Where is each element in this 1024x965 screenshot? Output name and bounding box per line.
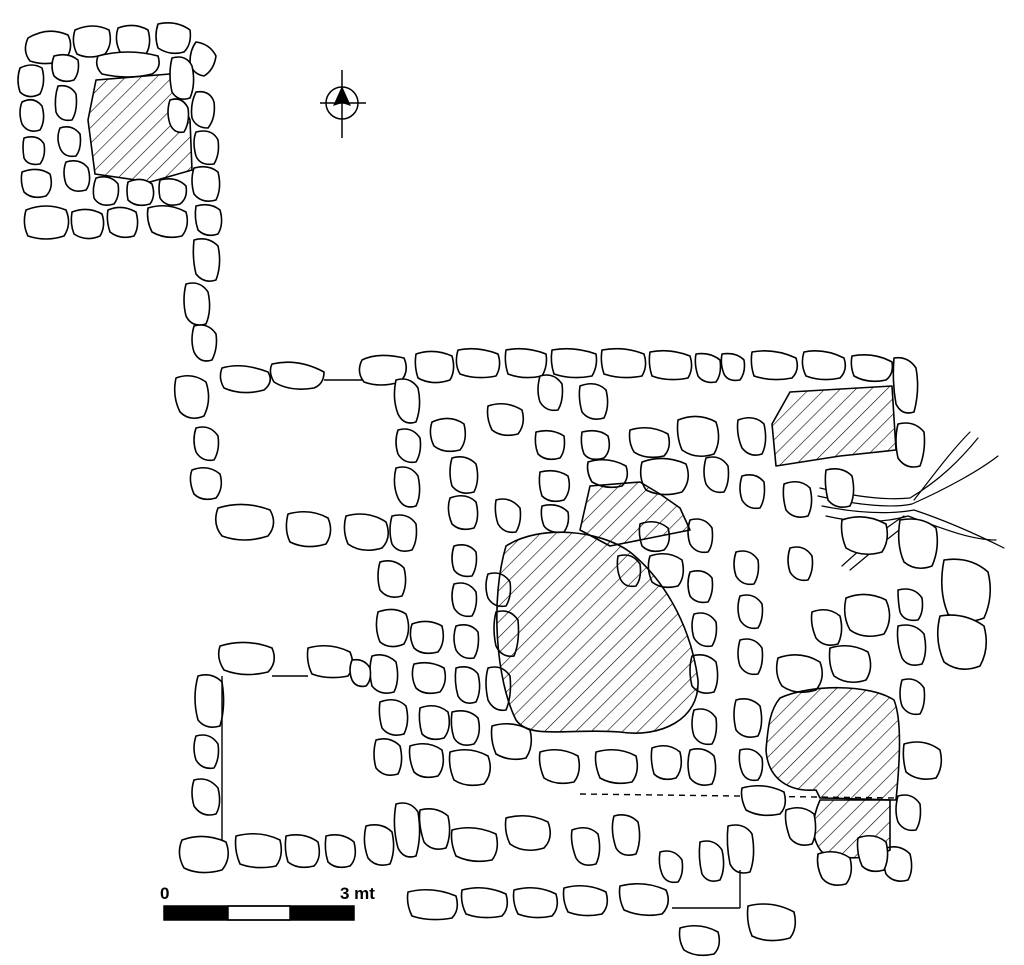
scale-start-label: 0 [160, 884, 170, 903]
hatched-floor-ne [771, 385, 897, 467]
corridor-wall [173, 238, 390, 552]
hatched-floor-central-upper [579, 481, 691, 547]
main-building [358, 347, 1005, 957]
north-arrow-icon [320, 70, 366, 138]
scale-bar [163, 905, 355, 921]
west-annex [178, 641, 395, 874]
hatched-floor-central [496, 531, 699, 734]
scale-end-label: 3 mt [340, 884, 375, 903]
hatched-floor-se [765, 686, 901, 801]
stone-group-small [17, 22, 223, 240]
small-structure [17, 22, 223, 240]
